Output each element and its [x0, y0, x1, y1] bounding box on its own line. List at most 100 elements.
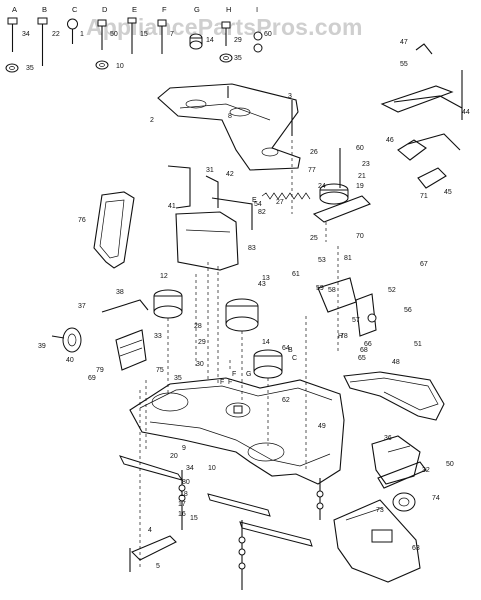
part-number-label: 38	[116, 289, 124, 296]
drive-belt-right	[343, 371, 445, 421]
part-number-label: 34	[186, 465, 194, 472]
drive-belt-left	[93, 191, 135, 269]
blade-center	[207, 493, 271, 517]
part-number-label: 14	[262, 339, 270, 346]
bolt-icon-a	[7, 17, 18, 52]
part-number-label: 75	[156, 367, 164, 374]
washer-icon-i	[253, 31, 263, 53]
part-number-label: 15	[190, 515, 198, 522]
part-number-label: 42	[226, 171, 234, 178]
bolt-icon-h	[221, 21, 231, 46]
nut-icon-35-right	[219, 53, 233, 63]
part-number-label: 33	[154, 333, 162, 340]
part-number-label: 37	[78, 303, 86, 310]
reference-letter-label: B	[288, 347, 293, 354]
part-number-label: 16	[178, 511, 186, 518]
bracket-part-4	[129, 535, 177, 572]
header-letter-a: A	[12, 5, 17, 14]
part-number-label: 3	[288, 93, 292, 100]
reference-letter-label: H	[338, 333, 343, 340]
bracket-part-45	[417, 167, 447, 189]
reference-letter-label: C	[292, 355, 297, 362]
deck-line-art	[51, 43, 463, 590]
header-part-number: 50	[110, 31, 118, 38]
header-part-number: 15	[140, 31, 148, 38]
header-letter-b: B	[42, 5, 47, 14]
bolt-icon-f	[157, 19, 167, 54]
header-part-number: 14	[206, 37, 214, 44]
bracket-part-36	[371, 435, 421, 485]
part-number-label: 4	[148, 527, 152, 534]
header-letter-e: E	[132, 5, 137, 14]
header-letter-d: D	[102, 5, 108, 14]
part-number-label: 63	[412, 545, 420, 552]
part-number-label: 54	[254, 201, 262, 208]
part-number-label: 79	[96, 367, 104, 374]
part-number-label: 66	[364, 341, 372, 348]
part-number-label: 64	[282, 345, 290, 352]
part-number-label: 25	[310, 235, 318, 242]
part-number-label: 49	[318, 423, 326, 430]
part-number-label: 55	[400, 61, 408, 68]
part-number-label: 21	[358, 173, 366, 180]
part-number-label: 60	[356, 145, 364, 152]
gauge-wheel-left	[51, 327, 82, 353]
bracket-part-33	[101, 299, 149, 371]
header-part-number: 29	[234, 37, 242, 44]
header-letter-f: F	[162, 5, 167, 14]
lift-link-assembly	[380, 43, 463, 120]
part-number-label: 29	[198, 339, 206, 346]
bolt-icon-b	[37, 17, 48, 66]
part-number-label: 82	[258, 209, 266, 216]
part-number-label: 20	[170, 453, 178, 460]
part-number-label: 10	[208, 465, 216, 472]
part-number-label: 67	[420, 261, 428, 268]
header-letter-i: I	[256, 5, 258, 14]
reference-letter-label: E	[252, 197, 257, 204]
nut-icon-35-left	[5, 63, 19, 73]
part-number-label: 23	[362, 161, 370, 168]
part-number-label: 80	[182, 479, 190, 486]
part-number-label: 56	[404, 307, 412, 314]
header-part-number: 7	[170, 31, 174, 38]
part-number-label: 61	[292, 271, 300, 278]
idler-bracket-assembly	[167, 165, 253, 384]
header-part-number: 10	[116, 63, 124, 70]
part-number-label: 43	[258, 281, 266, 288]
part-number-label: 59	[316, 285, 324, 292]
part-number-label: 46	[386, 137, 394, 144]
part-number-label: 73	[376, 507, 384, 514]
spindle-pulley-left	[153, 289, 183, 394]
part-number-label: 83	[248, 245, 256, 252]
part-number-label: 51	[414, 341, 422, 348]
header-part-number: 22	[52, 31, 60, 38]
part-number-label: 52	[388, 287, 396, 294]
bracket-part-46	[397, 133, 461, 161]
header-part-number: 60	[264, 31, 272, 38]
bolt-icon-c	[67, 18, 78, 44]
part-number-label: 57	[352, 317, 360, 324]
hardware-header-row: A B C D E F G H I	[5, 5, 263, 73]
part-number-label: 53	[318, 257, 326, 264]
spindle-pulley-center	[225, 298, 259, 404]
spindle-pulley-right	[253, 349, 283, 446]
bracket-part-59	[317, 277, 377, 337]
blade-bolt-center	[238, 520, 246, 590]
deck-side-skirt	[333, 499, 421, 583]
reference-letter-label: F	[220, 379, 224, 386]
header-letter-h: H	[226, 5, 231, 14]
part-number-label: 27	[276, 199, 284, 206]
spacer-icon-g	[189, 33, 203, 50]
blade-bolt-left	[178, 470, 186, 530]
part-number-label: 5	[156, 563, 160, 570]
reference-letter-label: F	[232, 371, 236, 378]
part-number-label: 40	[66, 357, 74, 364]
reference-letter-label: G	[246, 371, 251, 378]
part-number-label: 8	[228, 113, 232, 120]
header-part-number: 1	[80, 31, 84, 38]
part-number-label: 24	[318, 183, 326, 190]
part-number-label: 76	[78, 217, 86, 224]
part-number-label: 44	[462, 109, 470, 116]
